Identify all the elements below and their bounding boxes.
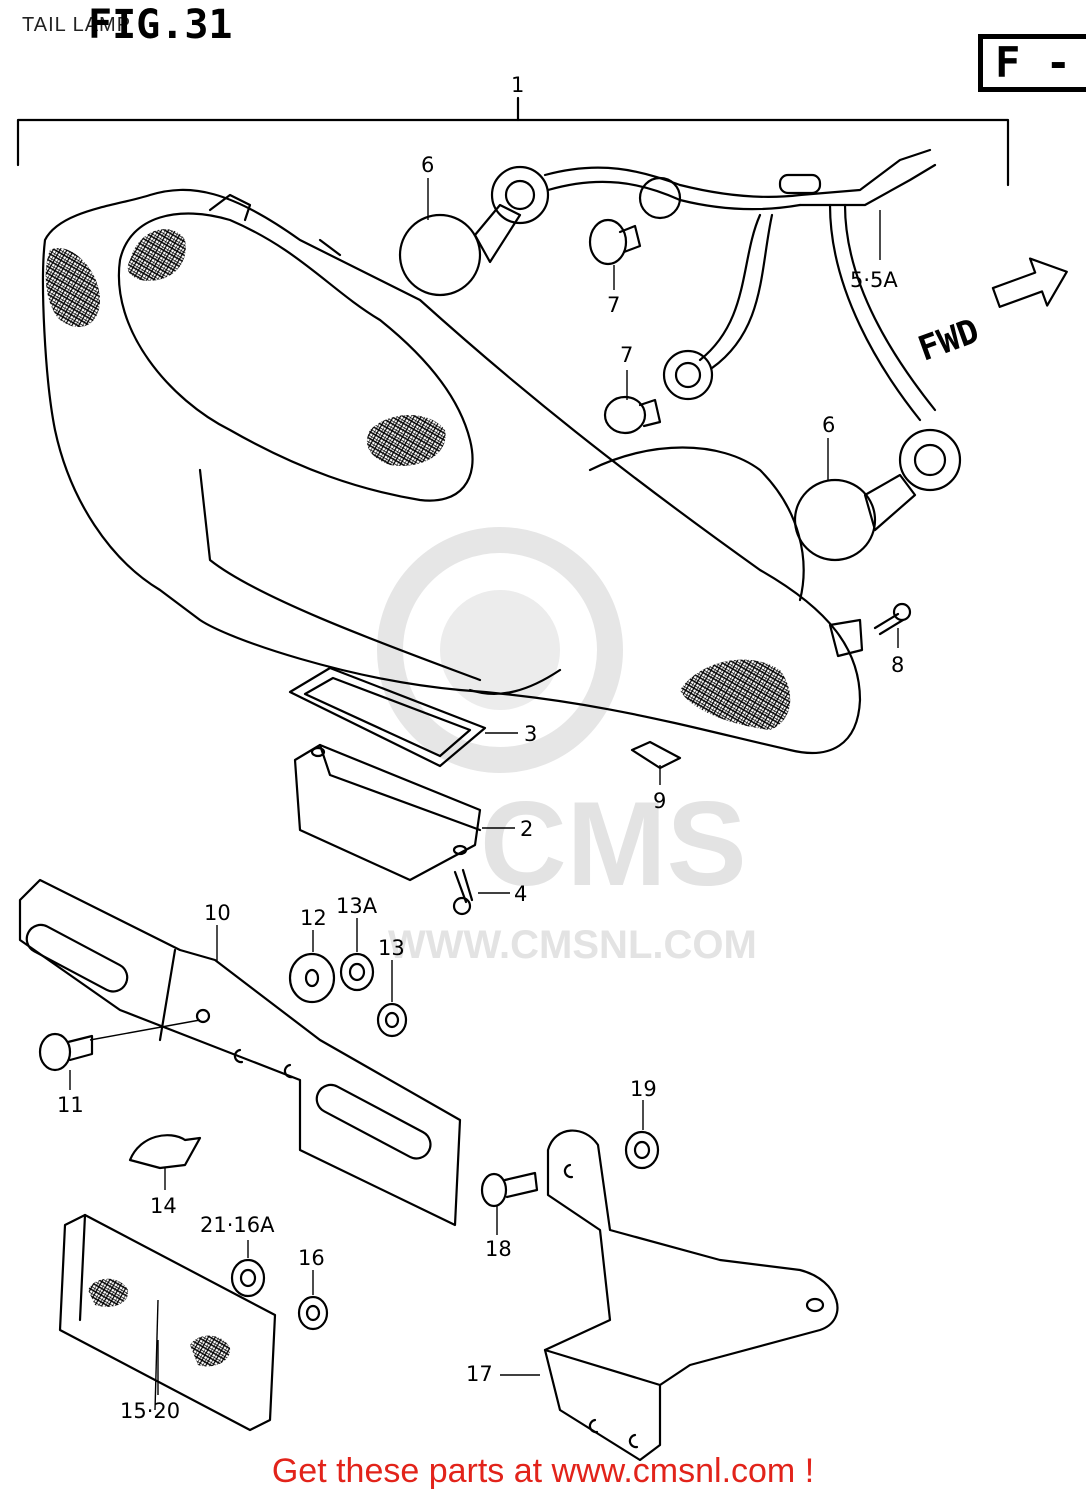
- callout-17: 17: [466, 1362, 493, 1386]
- callout-9: 9: [653, 789, 666, 813]
- watermark: CMS WWW.CMSNL.COM: [377, 527, 757, 967]
- watermark-site: WWW.CMSNL.COM: [388, 923, 757, 967]
- clip-9: [630, 740, 682, 770]
- nut-13a: [339, 952, 375, 992]
- callout-5: 5·5A: [850, 268, 898, 292]
- reflector-14: [128, 1134, 202, 1170]
- bulb-6-lower: [793, 428, 962, 562]
- bolt-11: [38, 1032, 94, 1072]
- screw-8: [873, 602, 912, 636]
- nut-13: [376, 1002, 408, 1038]
- callout-19: 19: [630, 1077, 657, 1101]
- callout-14: 14: [150, 1194, 177, 1218]
- bulb-7-lower: [603, 349, 714, 435]
- gasket-3: [288, 666, 487, 768]
- callout-labels: 1 6 7 5·5A 7 6 8 3 9 2 4 10 13A 12 13 11…: [57, 73, 904, 1423]
- figure-title: FIG.31: [88, 2, 233, 48]
- bracket-17: [543, 1129, 839, 1462]
- callout-7-lower: 7: [620, 343, 633, 367]
- fwd-direction: FWD: [913, 257, 1068, 370]
- nut-16: [297, 1295, 329, 1331]
- callout-3: 3: [524, 722, 537, 746]
- callout-13a: 13A: [336, 894, 378, 918]
- callout-6-upper: 6: [421, 153, 434, 177]
- reflector-15: [58, 1213, 277, 1432]
- tail-lamp-housing: [41, 188, 864, 755]
- callout-12: 12: [300, 906, 327, 930]
- bulb-6-upper: [398, 165, 550, 297]
- nut-19: [624, 1130, 660, 1170]
- license-lens-2: [293, 743, 482, 882]
- section-code: F -: [978, 34, 1086, 92]
- callout-8: 8: [891, 653, 904, 677]
- callout-1: 1: [511, 73, 524, 97]
- callout-2: 2: [520, 817, 533, 841]
- page-title: TAIL LAMP: [22, 14, 132, 36]
- watermark-brand: CMS: [480, 777, 747, 911]
- plate-bracket-10: [18, 878, 462, 1227]
- nut-21: [230, 1258, 266, 1298]
- fwd-label: FWD: [913, 311, 984, 370]
- promo-link[interactable]: Get these parts at www.cmsnl.com !: [271, 1452, 815, 1490]
- fwd-arrow-icon: [991, 257, 1068, 308]
- wiring-harness: [543, 148, 937, 422]
- callout-21-16a: 21·16A: [200, 1213, 275, 1237]
- callout-16: 16: [298, 1246, 325, 1270]
- callout-13: 13: [378, 936, 405, 960]
- callout-10: 10: [204, 901, 231, 925]
- callout-18: 18: [485, 1237, 512, 1261]
- screw-4: [452, 868, 474, 916]
- washer-12: [288, 952, 336, 1004]
- leader-lines: [69, 178, 899, 1395]
- callout-11: 11: [57, 1093, 84, 1117]
- callout-15-20: 15·20: [120, 1399, 180, 1423]
- callout-7-upper: 7: [607, 293, 620, 317]
- bolt-18: [480, 1171, 539, 1208]
- bulb-7-upper: [588, 176, 682, 266]
- callout-4: 4: [514, 882, 527, 906]
- assembly-bracket: [16, 96, 1010, 187]
- callout-6-lower: 6: [822, 413, 835, 437]
